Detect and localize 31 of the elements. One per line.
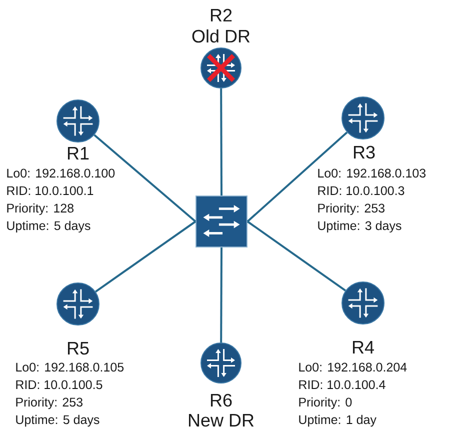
router-details: RID: 10.0.100.1 bbox=[7, 186, 94, 196]
link-line bbox=[95, 220, 196, 292]
router-details: RID: 10.0.100.3 bbox=[318, 186, 404, 196]
router-details: Priority: 0 bbox=[299, 397, 352, 410]
router-details: Lo0: 192.168.0.105 bbox=[16, 362, 124, 372]
router-details: Uptime: 3 days bbox=[318, 220, 402, 233]
link-line bbox=[220, 88, 222, 196]
switch-icon bbox=[196, 196, 248, 248]
router-details: Priority: 253 bbox=[318, 203, 384, 216]
router-details: Priority: 128 bbox=[7, 203, 74, 216]
link-line bbox=[246, 220, 346, 292]
router-details: Priority: 253 bbox=[16, 397, 82, 410]
router-name: R6 bbox=[210, 394, 232, 407]
link-line bbox=[220, 247, 222, 342]
router-name: R4 bbox=[352, 341, 374, 354]
router-details: Uptime: 5 days bbox=[7, 220, 90, 233]
router-details: Uptime: 1 day bbox=[299, 414, 376, 427]
router-details: Lo0: 192.168.0.103 bbox=[318, 168, 426, 178]
router-name: R1 bbox=[68, 147, 89, 160]
router-details: Uptime: 5 days bbox=[16, 414, 100, 427]
router-name: R2 bbox=[210, 8, 232, 22]
router-name: R5 bbox=[68, 342, 89, 355]
role-label: New DR bbox=[188, 414, 254, 427]
router-name: R3 bbox=[354, 146, 375, 159]
router-details: RID: 10.0.100.5 bbox=[16, 380, 102, 390]
link-line bbox=[246, 132, 348, 222]
router-details: RID: 10.0.100.4 bbox=[299, 380, 386, 390]
role-label: Old DR bbox=[192, 29, 250, 43]
router-details: Lo0: 192.168.0.100 bbox=[7, 168, 115, 178]
router-details: Lo0: 192.168.0.204 bbox=[299, 362, 407, 372]
link-line bbox=[94, 134, 196, 222]
